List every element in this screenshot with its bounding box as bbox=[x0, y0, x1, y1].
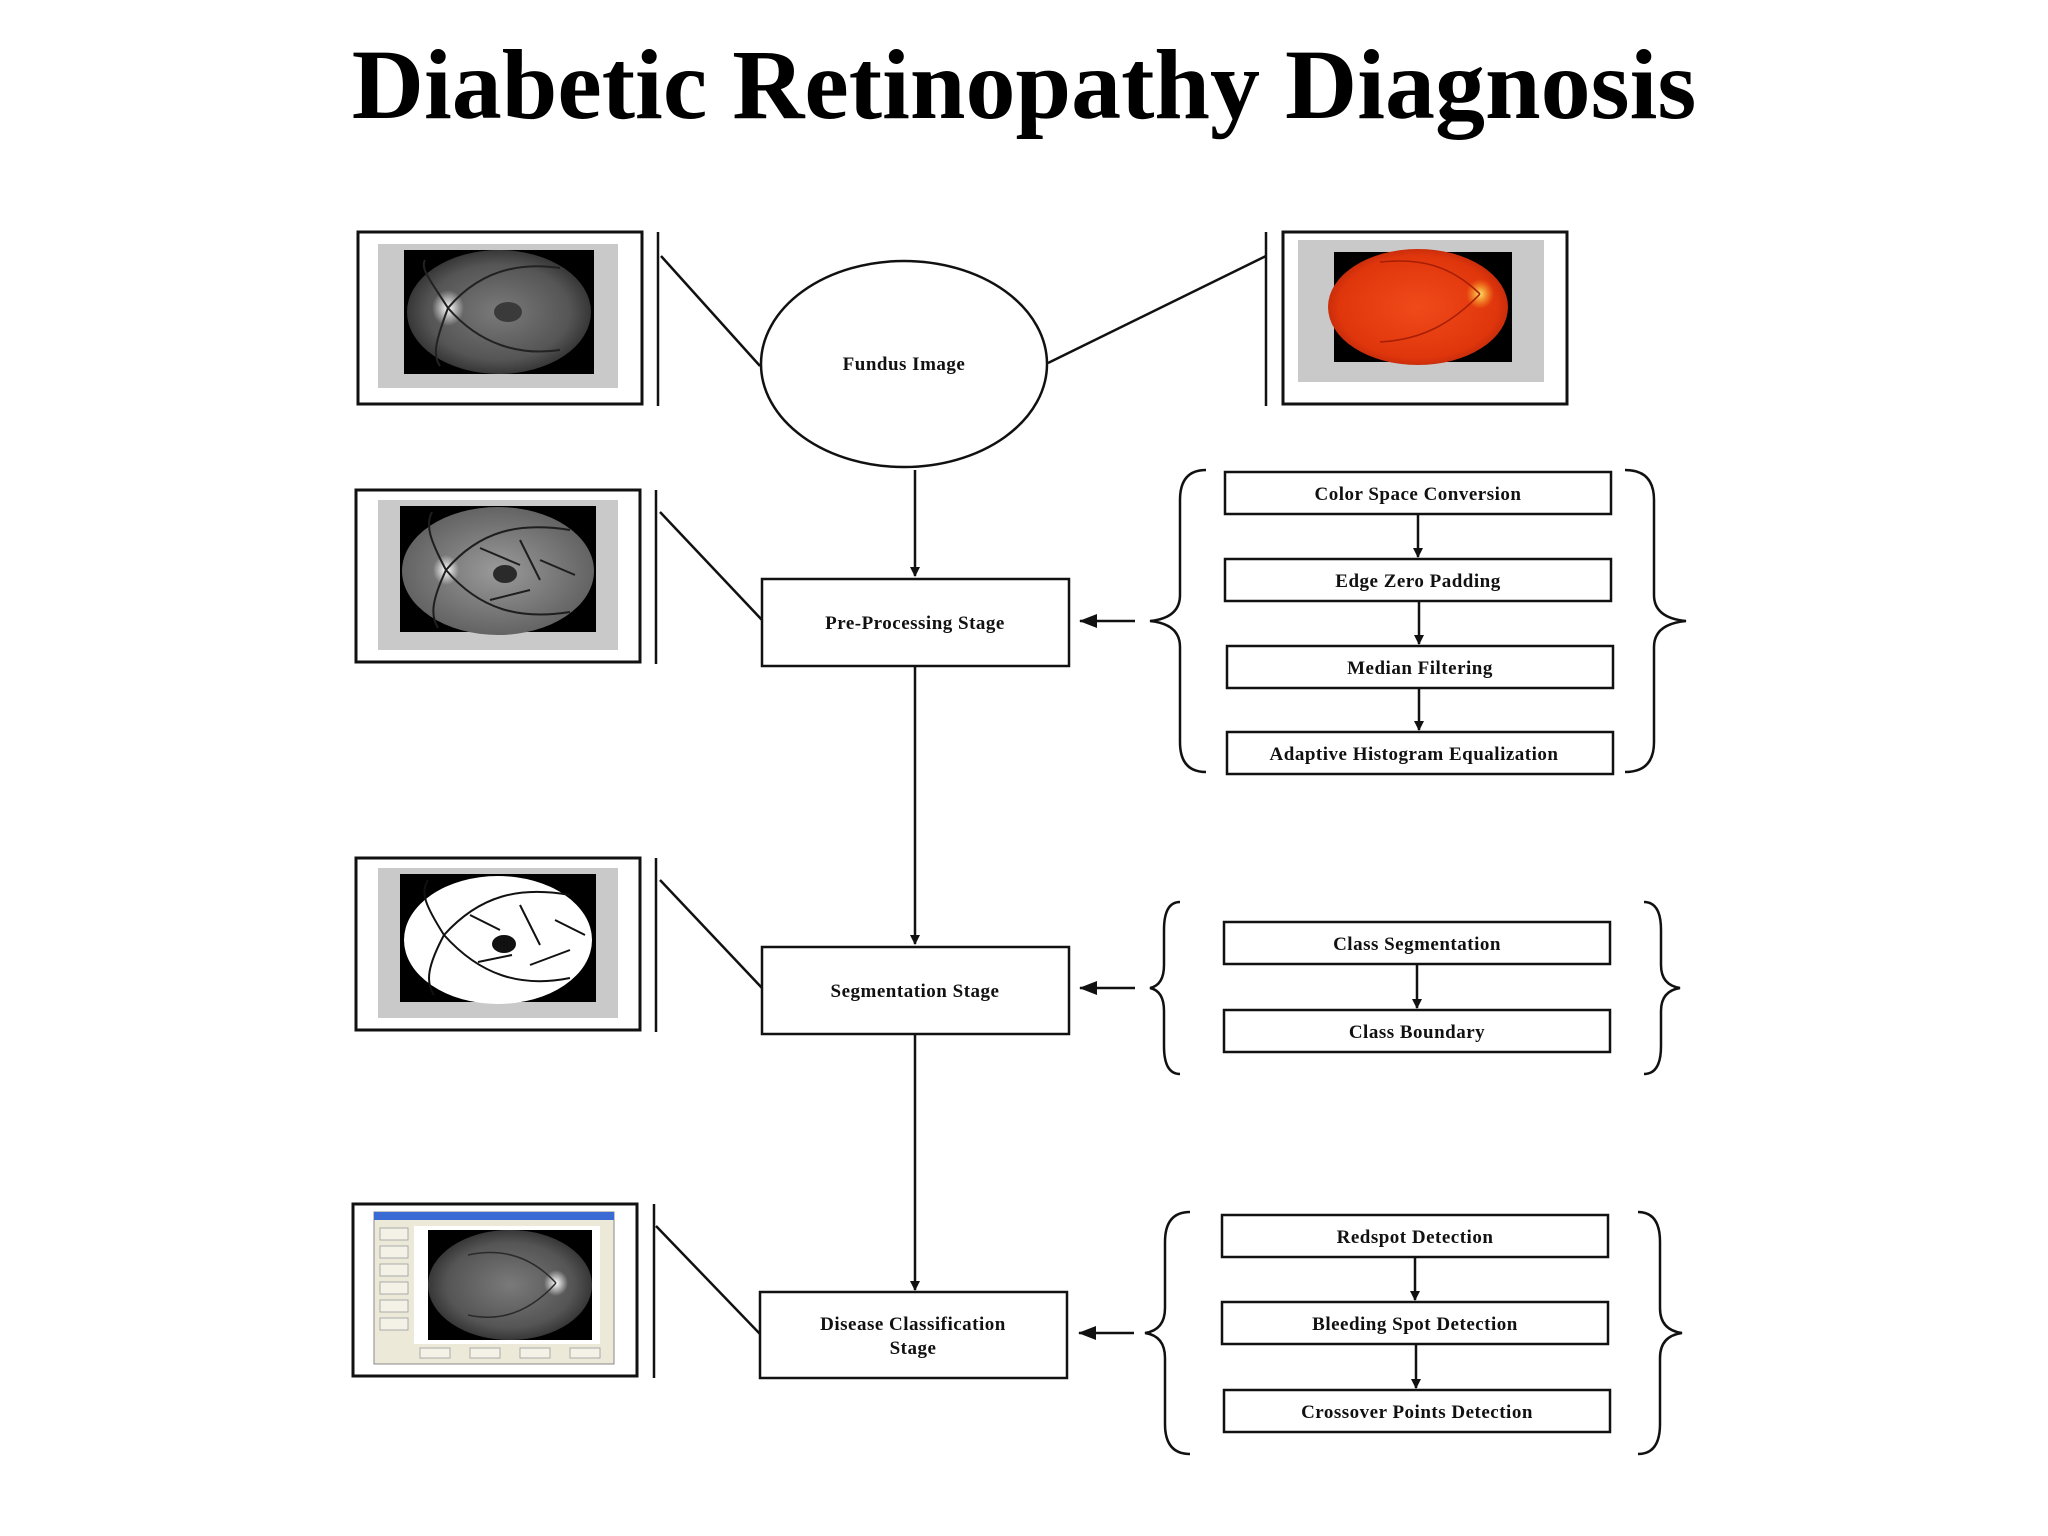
step-crossover-points-detection-label: Crossover Points Detection bbox=[1301, 1402, 1533, 1423]
classification-steps-group: Redspot Detection Bleeding Spot Detectio… bbox=[1144, 1210, 1683, 1456]
connector-thumbnail-segmented bbox=[659, 879, 763, 989]
page-title: Diabetic Retinopathy Diagnosis bbox=[352, 29, 1697, 140]
right-brace bbox=[1624, 468, 1687, 774]
grayscale-fundus-thumbnail bbox=[356, 230, 660, 406]
disease-classification-label-line2: Stage bbox=[890, 1338, 937, 1359]
segmentation-stage-node: Segmentation Stage bbox=[760, 945, 1071, 1036]
step-class-boundary bbox=[1222, 1008, 1612, 1054]
step-class-segmentation-label: Class Segmentation bbox=[1333, 934, 1501, 955]
red-fundus-thumbnail bbox=[1264, 230, 1569, 406]
right-brace bbox=[1637, 1210, 1683, 1456]
step-class-boundary-label: Class Boundary bbox=[1349, 1022, 1485, 1043]
preprocessing-stage-label: Pre-Processing Stage bbox=[825, 613, 1005, 634]
connector-thumbnail-red bbox=[1047, 254, 1267, 365]
step-redspot-detection bbox=[1220, 1213, 1610, 1259]
step-adaptive-histogram-equalization-label: Adaptive Histogram Equalization bbox=[1270, 744, 1559, 765]
segmentation-steps-group: Class Segmentation Class Boundary bbox=[1149, 900, 1681, 1076]
step-bleeding-spot-detection bbox=[1220, 1300, 1610, 1346]
step-class-segmentation bbox=[1222, 920, 1612, 966]
classification-software-thumbnail bbox=[351, 1202, 656, 1378]
step-median-filtering bbox=[1225, 644, 1615, 690]
step-crossover-points-detection bbox=[1222, 1388, 1612, 1434]
preprocessing-stage-node: Pre-Processing Stage bbox=[760, 577, 1071, 668]
fundus-image-node: Fundus Image bbox=[759, 259, 1049, 469]
preprocessing-steps-group: Color Space Conversion Edge Zero Padding… bbox=[1149, 468, 1687, 776]
right-brace bbox=[1643, 900, 1681, 1076]
step-redspot-detection-label: Redspot Detection bbox=[1337, 1227, 1494, 1248]
disease-classification-stage-node: Disease Classification Stage bbox=[758, 1290, 1069, 1380]
connector-thumbnail-grayscale bbox=[660, 255, 761, 367]
left-brace bbox=[1149, 900, 1181, 1076]
step-adaptive-histogram-equalization bbox=[1225, 730, 1615, 776]
segmentation-stage-label: Segmentation Stage bbox=[831, 981, 1000, 1002]
fundus-photo bbox=[428, 1230, 592, 1340]
preprocessed-fundus-thumbnail bbox=[354, 488, 658, 664]
fundus-image-label: Fundus Image bbox=[843, 354, 966, 375]
fundus-photo bbox=[1328, 249, 1508, 365]
step-bleeding-spot-detection-label: Bleeding Spot Detection bbox=[1312, 1314, 1518, 1335]
disease-classification-label-line1: Disease Classification bbox=[820, 1314, 1006, 1335]
left-brace bbox=[1149, 468, 1207, 774]
connector-thumbnail-preprocessed bbox=[659, 511, 763, 621]
step-edge-zero-padding-label: Edge Zero Padding bbox=[1335, 571, 1500, 592]
left-brace bbox=[1144, 1210, 1191, 1456]
connector-thumbnail-classification bbox=[655, 1225, 761, 1335]
step-median-filtering-label: Median Filtering bbox=[1347, 658, 1493, 679]
step-color-space-conversion-label: Color Space Conversion bbox=[1315, 484, 1522, 505]
segmented-vessel-thumbnail bbox=[354, 856, 658, 1032]
step-edge-zero-padding bbox=[1223, 557, 1613, 603]
